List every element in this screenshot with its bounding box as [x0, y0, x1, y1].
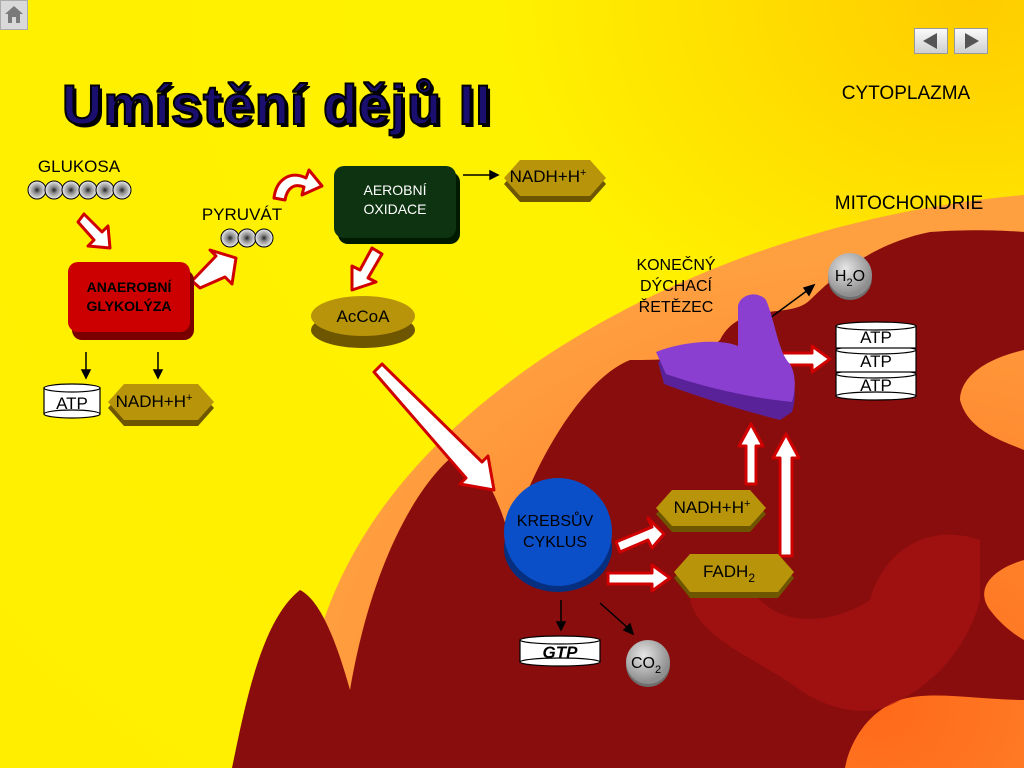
gtp-label: GTP: [543, 643, 579, 662]
arrow-oxidace-to-accoa: [350, 246, 384, 292]
atp-label-2: ATP: [860, 352, 892, 371]
accoa-disc: [311, 296, 415, 348]
home-icon: [5, 6, 23, 23]
molecule-bead: [61, 180, 81, 200]
atp-label-3: ATP: [860, 376, 892, 395]
arrow-nadh-to-chain: [737, 422, 765, 486]
atp-label-1: ATP: [860, 328, 892, 347]
krebs-label-2: CYKLUS: [523, 534, 587, 551]
cytoplazma-label: CYTOPLAZMA: [842, 83, 971, 104]
arrow-fadh-to-chain: [771, 432, 801, 558]
nadh-label-cyto: NADH+H+: [116, 392, 193, 411]
fadh-label: FADH2: [703, 562, 755, 585]
anaerobic-label-2: GLYKOLÝZA: [86, 297, 171, 314]
mitochondrion-fold: [690, 534, 980, 711]
arrow-glykolyza-to-pyruvat: [190, 248, 238, 290]
nadh-hexagon-mito: [656, 490, 766, 532]
forward-arrow-icon: [965, 33, 979, 49]
back-arrow-icon: [923, 33, 937, 49]
co2-label: CO2: [631, 655, 661, 676]
arrow-pyruvat-to-oxidace: [272, 168, 324, 202]
molecule-bead: [78, 180, 98, 200]
atp-stack: [835, 321, 917, 401]
glukosa-label: GLUKOSA: [38, 157, 121, 176]
nadh-hexagon-cytoplasm: [108, 384, 214, 426]
arrow-accoa-to-krebs: [372, 362, 496, 492]
molecule-bead: [254, 228, 274, 248]
molecule-bead: [112, 180, 132, 200]
anaerobic-glycolysis-box: [68, 262, 194, 340]
molecule-bead: [27, 180, 47, 200]
respiratory-chain-shape: [656, 294, 795, 420]
back-button[interactable]: [914, 28, 948, 54]
chain-label-3: ŘETĚZEC: [639, 297, 714, 316]
glukosa-molecule: [27, 180, 132, 200]
arrow-krebs-to-fadh: [606, 563, 672, 593]
krebs-cycle-disc: [504, 478, 612, 592]
nadh-label-top: NADH+H+: [510, 167, 587, 186]
atp-cylinder-cytoplasm: [43, 383, 101, 419]
aerobic-oxidation-box: [334, 166, 460, 244]
chain-label-2: DÝCHACÍ: [640, 276, 713, 295]
h2o-label: H2O: [835, 268, 865, 289]
molecule-bead: [95, 180, 115, 200]
page-title: Umístění dějů II: [61, 72, 492, 137]
aerobic-label-2: OXIDACE: [363, 201, 426, 217]
co2-ball: [626, 640, 670, 687]
nadh-hexagon-cytoplasm-top: [504, 160, 606, 202]
krebs-label-1: KREBSŮV: [517, 511, 594, 530]
arrow-glukosa-to-glykolyza: [76, 212, 112, 250]
pyruvat-label: PYRUVÁT: [202, 205, 282, 224]
h2o-ball: [828, 253, 872, 300]
molecule-bead: [237, 228, 257, 248]
molecule-bead: [44, 180, 64, 200]
arrow-chain-to-atp: [776, 344, 832, 374]
home-button[interactable]: [0, 0, 28, 30]
accoa-label: AcCoA: [337, 307, 391, 326]
gtp-cylinder: [519, 635, 601, 667]
mitochondrie-label: MITOCHONDRIE: [835, 193, 983, 214]
atp-label-cytoplasm: ATP: [56, 394, 88, 413]
pyruvat-molecule: [220, 228, 274, 248]
arrow-krebs-to-nadh: [614, 516, 666, 554]
nadh-label-mito: NADH+H+: [674, 498, 751, 517]
chain-label-1: KONEČNÝ: [636, 255, 715, 274]
fadh-hexagon: [674, 554, 794, 598]
aerobic-label-1: AEROBNÍ: [363, 182, 426, 198]
anaerobic-label-1: ANAEROBNÍ: [87, 279, 173, 295]
molecule-bead: [220, 228, 240, 248]
forward-button[interactable]: [954, 28, 988, 54]
